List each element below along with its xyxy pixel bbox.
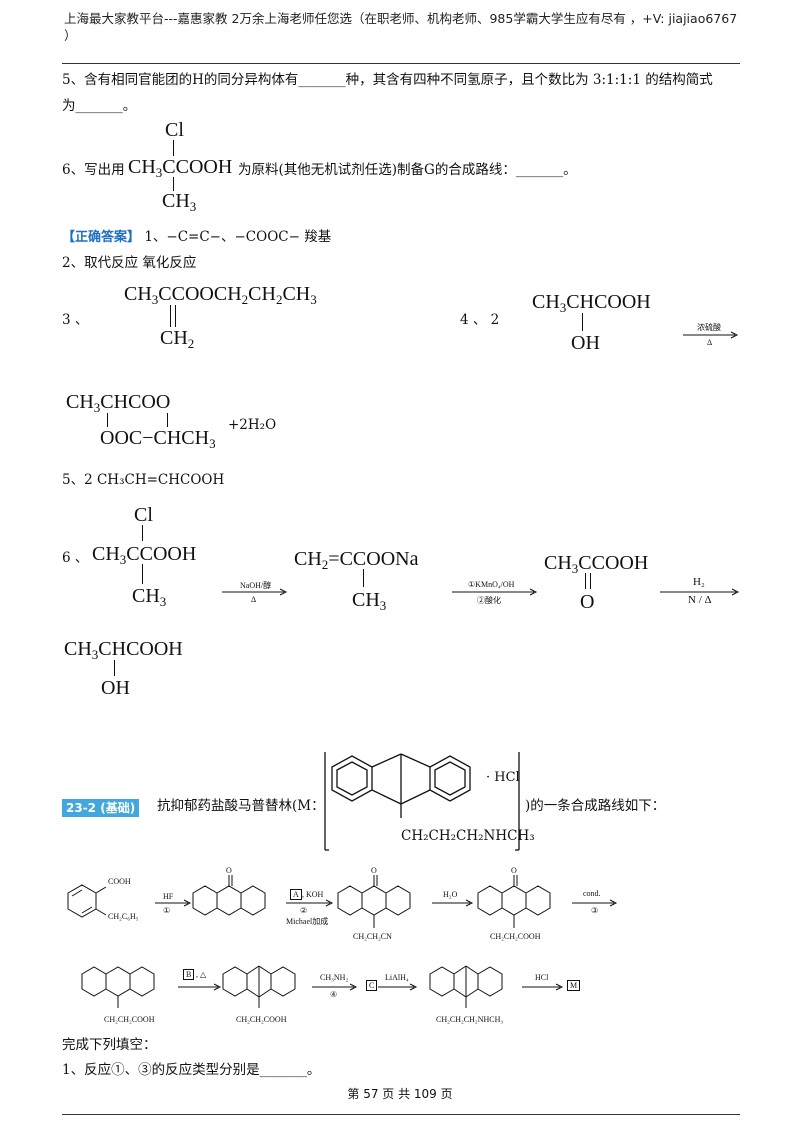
correct-answer-tag: 【正确答案】 [62,230,141,245]
maprotiline-side-chain: CH₂CH₂CH₂NHCH₃ [401,828,535,844]
answer-6-label: 6 、 [62,550,89,566]
question-23-2-text: 抗抑郁药盐酸马普替林(M： [157,798,325,814]
hcl-label: · HCl [486,770,520,785]
question-6-prefix: 6、写出用 [62,162,125,178]
footer-divider [62,1114,740,1115]
answer-1: 1、−C=C−、−COOC− 羧基 [144,229,332,245]
fill-in-question-1: 1、反应①、③的反应类型分别是_______。 [62,1062,321,1078]
answer-5: 5、2 CH₃CH=CHCOOH [62,472,225,488]
question-23-2-badge: 23-2 (基础) [62,797,140,817]
page-number: 第 57 页 共 109 页 [347,1087,453,1101]
answer-section: 【正确答案】 1、−C=C−、−COOC− 羧基 [62,227,331,248]
question-6-suffix: 为原料(其他无机试剂任选)制备G的合成路线：_______。 [238,162,577,178]
fill-in-title: 完成下列填空： [62,1037,157,1053]
answer-2: 2、取代反应 氧化反应 [62,255,197,271]
question-5-line-2: 为_______。 [62,98,137,114]
synthesis-route-row-1 [67,875,618,928]
page-header: 上海最大家教平台---嘉惠家教 2万余上海老师任您选（在职老师、机构老师、985… [64,11,738,43]
question-23-2-text-end: )的一条合成路线如下： [525,798,666,814]
synthesis-route-row-2 [81,965,564,1008]
answer-3-label: 3 、 [62,312,89,328]
question-5-line-1: 5、含有相同官能团的H的同分异构体有_______种，其含有四种不同氢原子，且个… [62,72,713,88]
maprotiline-structure [324,752,520,851]
header-divider [62,63,740,64]
answer-4-label: 4 、 2 [460,312,500,328]
